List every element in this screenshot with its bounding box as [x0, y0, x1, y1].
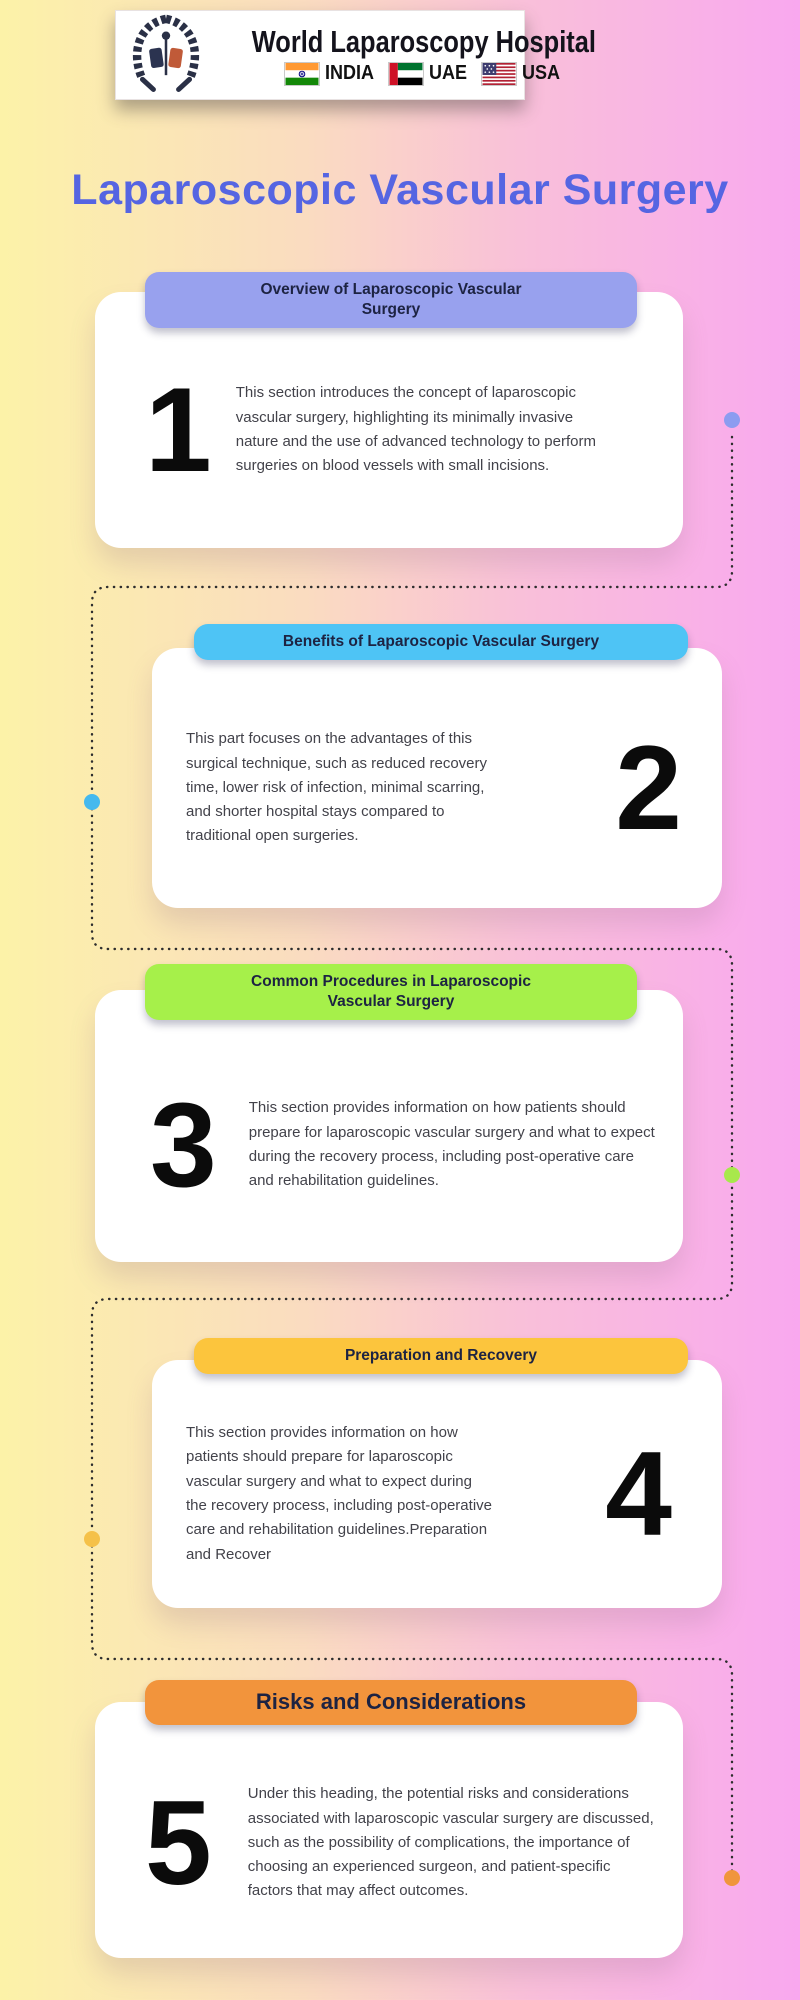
page-title: Laparoscopic Vascular Surgery [71, 166, 729, 214]
section-5-dot [724, 1870, 740, 1886]
section-3-title: Common Procedures in Laparoscopic Vascul… [251, 973, 531, 1011]
section-5-number: 5 [145, 1776, 212, 1910]
section-1-number: 1 [145, 363, 212, 497]
section-4-header: Preparation and Recovery [194, 1338, 688, 1375]
country-usa-label: USA [521, 62, 560, 85]
section-2-body: This part focuses on the advantages of t… [186, 730, 487, 845]
hospital-logo: World Laparoscopy Hospital INDIA UAE [115, 10, 596, 100]
country-uae-label: UAE [429, 62, 468, 85]
country-india: INDIA [283, 61, 379, 86]
section-2-title: Benefits of Laparoscopic Vascular Surger… [282, 633, 600, 650]
usa-flag-icon [480, 61, 517, 86]
section-2-number: 2 [615, 721, 682, 855]
india-flag-icon [283, 61, 320, 86]
section-1-header: Overview of Laparoscopic Vascular Surger… [145, 272, 637, 329]
country-usa: USA [480, 61, 564, 86]
section-4-dot [84, 1531, 100, 1547]
section-4-number: 4 [605, 1427, 672, 1561]
country-uae: UAE [388, 61, 471, 86]
section-4-title: Preparation and Recovery [344, 1347, 538, 1364]
section-3-header: Common Procedures in Laparoscopic Vascul… [145, 964, 637, 1021]
section-card-2: Benefits of Laparoscopic Vascular Surger… [152, 624, 722, 908]
section-card-1: Overview of Laparoscopic Vascular Surger… [95, 272, 683, 548]
section-1-body: This section introduces the concept of l… [235, 384, 596, 475]
section-2-header: Benefits of Laparoscopic Vascular Surger… [194, 624, 688, 661]
section-card-4: Preparation and Recovery 4 This section … [152, 1338, 722, 1608]
section-3-number: 3 [150, 1078, 217, 1212]
section-3-body: This section provides information on how… [248, 1099, 655, 1190]
section-1-title: Overview of Laparoscopic Vascular Surger… [260, 281, 522, 319]
section-5-header: Risks and Considerations [145, 1680, 637, 1725]
section-1-dot [724, 412, 740, 428]
country-india-label: INDIA [324, 62, 374, 85]
connector-dotted-path [90, 435, 734, 1880]
section-card-5: Risks and Considerations 5 Under this he… [95, 1680, 683, 1958]
logo-countries: INDIA UAE [283, 61, 564, 86]
logo-title: World Laparoscopy Hospital [251, 24, 596, 60]
laurel-wreath-emblem-icon [132, 14, 200, 92]
section-3-dot [724, 1167, 740, 1183]
section-5-title: Risks and Considerations [255, 1689, 527, 1714]
section-4-body: This section provides information on how… [186, 1424, 492, 1563]
uae-flag-icon [388, 61, 425, 86]
section-5-body: Under this heading, the potential risks … [247, 1785, 654, 1900]
section-card-3: Common Procedures in Laparoscopic Vascul… [95, 964, 683, 1262]
section-2-dot [84, 794, 100, 810]
